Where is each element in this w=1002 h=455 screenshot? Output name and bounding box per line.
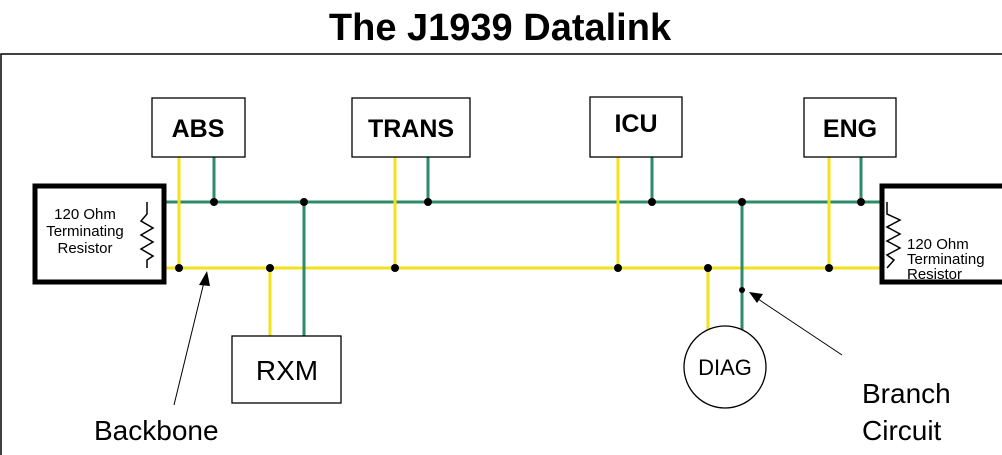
junction-dot: [614, 264, 622, 272]
junction-dot: [175, 264, 183, 272]
trans-module-box: [351, 97, 471, 158]
left-resistor-line2: Terminating: [46, 223, 124, 240]
right-resistor-zigzag-icon: [885, 202, 902, 269]
eng-module-box: [803, 97, 897, 158]
junction-dot: [300, 198, 308, 206]
junction-dot: [648, 198, 656, 206]
diagram-title: The J1939 Datalink: [329, 7, 672, 49]
right-resistor-line1: 120 Ohm: [907, 236, 969, 253]
junction-dot: [266, 264, 274, 272]
left-resistor-line3: Resistor: [57, 240, 112, 257]
abs-module-box: [151, 97, 246, 158]
backbone-pointer-line: [173, 277, 206, 406]
icu-module-label: ICU: [614, 110, 657, 138]
rxm-module-label: RXM: [256, 355, 318, 386]
rxm-module-box: [231, 335, 342, 404]
abs-module-label: ABS: [172, 115, 225, 143]
diag-connector-circle: [683, 325, 767, 409]
icu-module-box: [589, 96, 683, 158]
right-resistor-line2: Terminating: [907, 251, 985, 268]
left-resistor-zigzag-icon: [139, 202, 155, 268]
junction-dots: [175, 198, 865, 293]
branch-arrowhead-icon: [749, 292, 763, 303]
diag-connector-label: DIAG: [698, 355, 752, 380]
backbone-arrowhead-icon: [199, 271, 210, 286]
left-resistor-line1: 120 Ohm: [54, 206, 116, 223]
backbone-label: Backbone: [94, 415, 219, 446]
junction-dot: [825, 264, 833, 272]
right-resistor-box: [879, 183, 1002, 285]
branch-label-line1: Branch: [862, 378, 951, 409]
trans-module-label: TRANS: [368, 115, 454, 143]
junction-dot: [739, 287, 745, 293]
junction-dot: [738, 198, 746, 206]
branch-label-line2: Circuit: [862, 415, 942, 446]
outer-frame: [0, 53, 1002, 455]
junction-dot: [857, 198, 865, 206]
junction-dot: [424, 198, 432, 206]
junction-dot: [391, 264, 399, 272]
eng-module-label: ENG: [823, 115, 877, 143]
junction-dot: [210, 198, 218, 206]
branch-pointer-line: [754, 296, 843, 356]
right-resistor-line3: Resistor: [907, 266, 962, 283]
junction-dot: [704, 264, 712, 272]
